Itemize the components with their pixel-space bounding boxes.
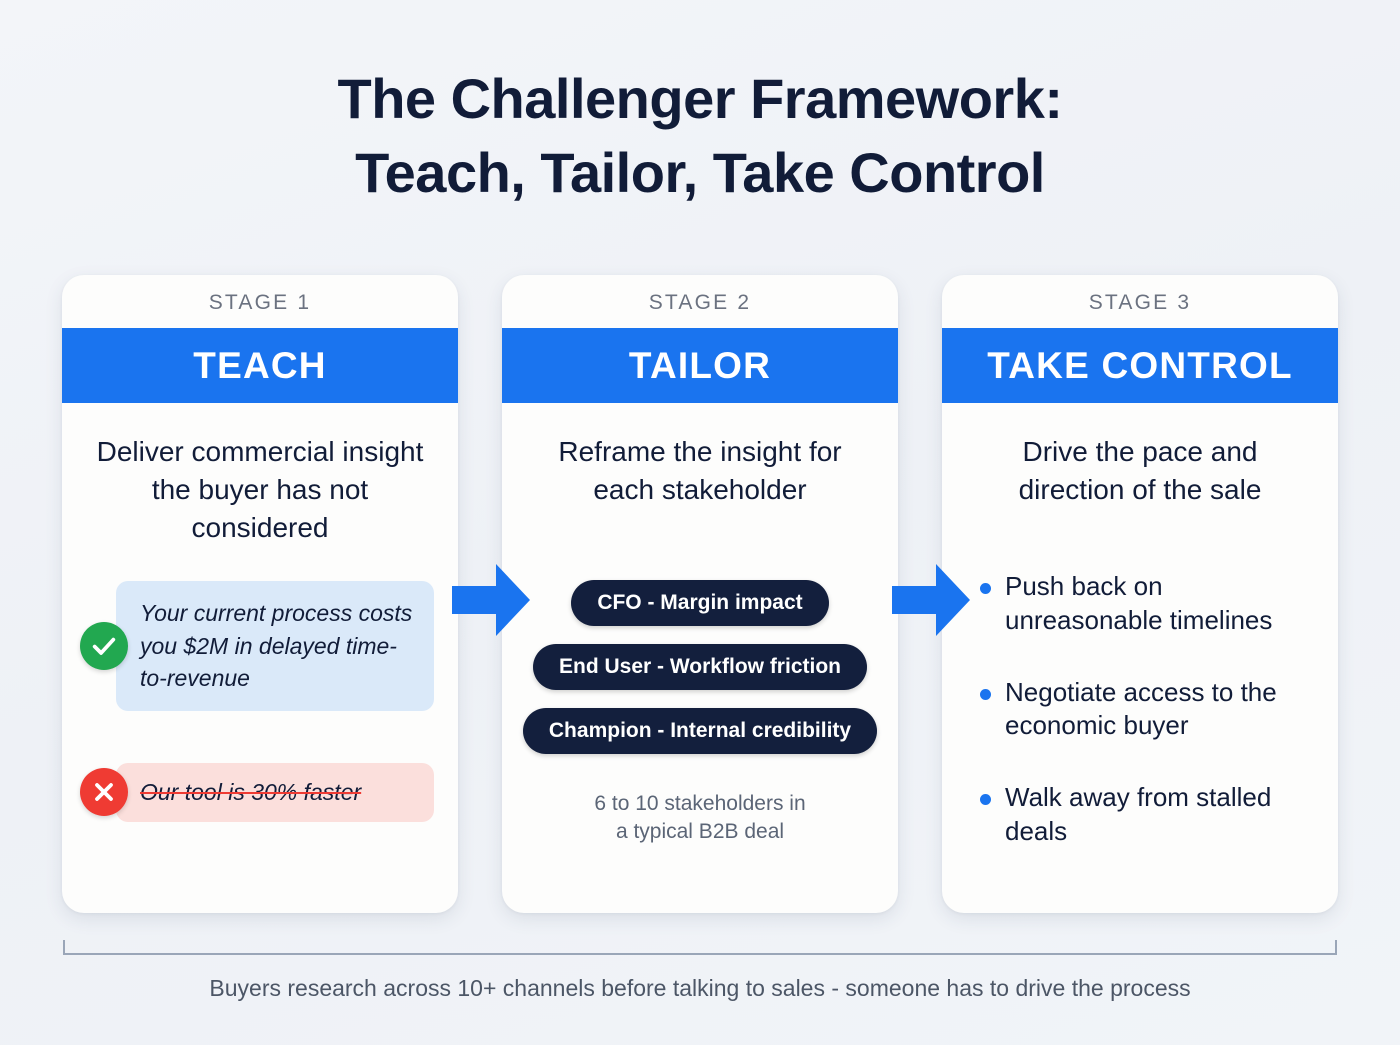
stage-card-take-control: STAGE 3 TAKE CONTROL Drive the pace and … [942, 275, 1338, 913]
arrow-right-icon-1 [452, 564, 530, 636]
teach-examples: Your current process costs you $2M in de… [62, 581, 458, 822]
stage-name-1: TEACH [193, 344, 327, 386]
bullet-text-1: Push back on unreasonable timelines [1005, 571, 1273, 635]
stage-label-1: STAGE 1 [208, 291, 312, 314]
example-bad-label: Our tool is 30% faster [140, 778, 362, 805]
page-title: The Challenger Framework: Teach, Tailor,… [0, 62, 1400, 210]
stage-band-1: TEACH [62, 328, 458, 403]
example-good-text: Your current process costs you $2M in de… [116, 581, 434, 711]
stage-description-1: Deliver commercial insight the buyer has… [96, 436, 424, 543]
stakeholder-pill-champion: Champion - Internal credibility [522, 708, 878, 754]
stakeholder-note: 6 to 10 stakeholders in a typical B2B de… [594, 790, 805, 847]
stage-label-2: STAGE 2 [648, 291, 752, 314]
stakeholder-pill-list: CFO - Margin impact End User - Workflow … [502, 580, 898, 847]
stakeholder-pill-end-user: End User - Workflow friction [533, 644, 867, 690]
title-line-2: Teach, Tailor, Take Control [355, 140, 1045, 204]
stakeholder-pill-cfo: CFO - Margin impact [571, 580, 829, 626]
bullet-text-2: Negotiate access to the economic buyer [1005, 676, 1277, 741]
example-bad-text: Our tool is 30% faster [116, 762, 434, 822]
stage-description-3: Drive the pace and direction of the sale [1018, 436, 1262, 505]
stage-label-3: STAGE 3 [1088, 291, 1192, 314]
bullet-item: Walk away from stalled deals [980, 781, 1312, 849]
bullet-item: Negotiate access to the economic buyer [980, 676, 1312, 744]
stakeholder-note-line-1: 6 to 10 stakeholders in [594, 792, 806, 815]
arrow-right-icon-2 [892, 564, 970, 636]
title-line-1: The Challenger Framework: [337, 67, 1063, 130]
stage-name-3: TAKE CONTROL [987, 344, 1293, 386]
take-control-bullets: Push back on unreasonable timelines Nego… [980, 570, 1312, 887]
example-good: Your current process costs you $2M in de… [80, 581, 434, 711]
stage-card-tailor: STAGE 2 TAILOR Reframe the insight for e… [502, 275, 898, 913]
bullet-item: Push back on unreasonable timelines [980, 570, 1312, 638]
stage-band-3: TAKE CONTROL [942, 328, 1338, 403]
bullet-text-3: Walk away from stalled deals [1005, 782, 1272, 846]
stage-card-teach: STAGE 1 TEACH Deliver commercial insight… [62, 275, 458, 913]
stage-description-2: Reframe the insight for each stakeholder [558, 436, 842, 505]
footer-note: Buyers research across 10+ channels befo… [209, 975, 1191, 1001]
stage-band-2: TAILOR [502, 328, 898, 403]
bullet-dot-icon [980, 688, 991, 700]
stakeholder-note-line-2: a typical B2B deal [615, 820, 785, 844]
stage-cards-row: STAGE 1 TEACH Deliver commercial insight… [62, 275, 1338, 915]
example-bad: Our tool is 30% faster [80, 762, 434, 822]
bullet-dot-icon [980, 583, 991, 594]
bullet-dot-icon [980, 794, 991, 806]
footer-bracket [63, 940, 1337, 955]
stage-name-2: TAILOR [628, 344, 772, 386]
check-icon [80, 621, 128, 670]
x-icon [80, 768, 128, 817]
